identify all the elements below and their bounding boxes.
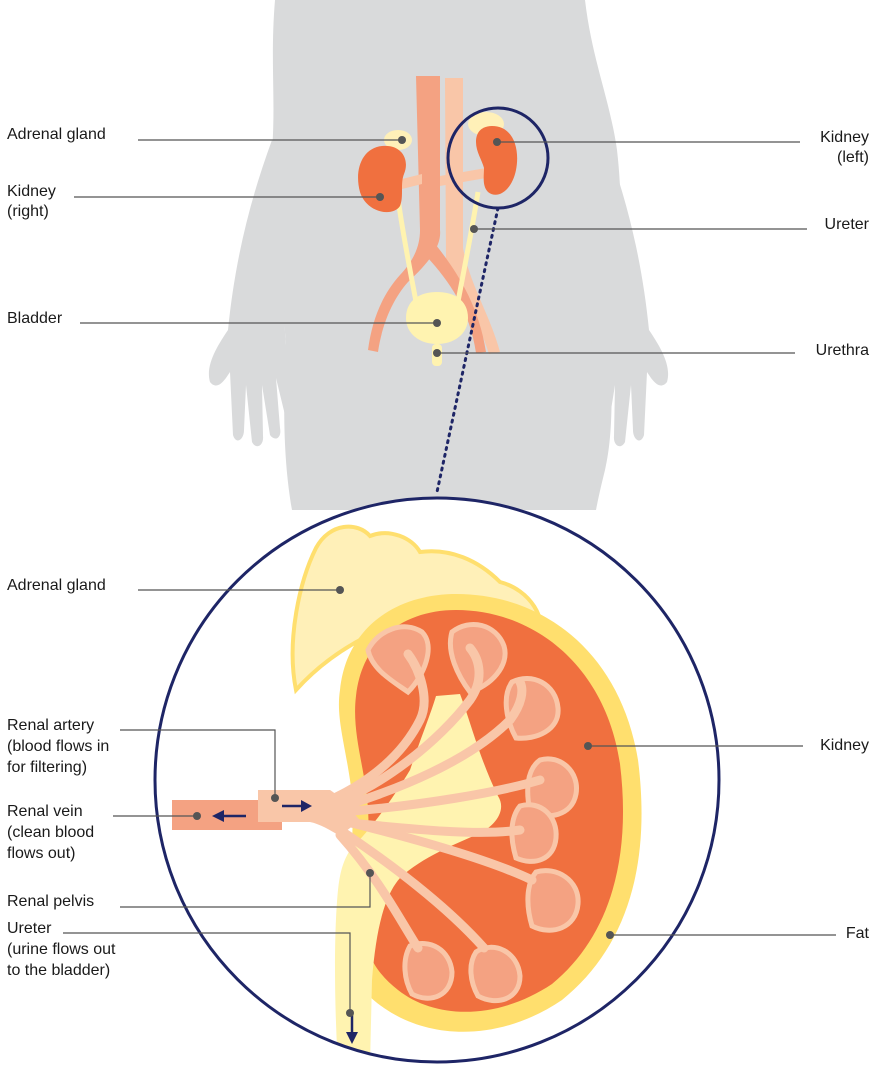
label-kidney-left: Kidney bbox=[820, 129, 869, 146]
label-bladder: Bladder bbox=[7, 310, 63, 327]
left-arm bbox=[209, 140, 295, 446]
label-adrenal-gland-top: Adrenal gland bbox=[7, 126, 106, 143]
label-ureter-detail: Ureter bbox=[7, 920, 52, 937]
label-kidney-right-side: (right) bbox=[7, 203, 49, 220]
label-ureter-note-1: (urine flows out bbox=[7, 941, 116, 958]
bladder-organ bbox=[406, 292, 468, 344]
label-renal-artery-note-1: (blood flows in bbox=[7, 738, 109, 755]
label-renal-artery-note-2: for filtering) bbox=[7, 759, 87, 776]
label-renal-pelvis: Renal pelvis bbox=[7, 893, 94, 910]
label-renal-vein: Renal vein bbox=[7, 803, 83, 820]
right-arm bbox=[583, 140, 669, 446]
label-ureter-note-2: to the bladder) bbox=[7, 962, 110, 979]
label-adrenal-gland-detail: Adrenal gland bbox=[7, 577, 106, 594]
label-renal-vein-note-2: flows out) bbox=[7, 845, 75, 862]
label-kidney-detail: Kidney bbox=[820, 737, 869, 754]
label-urethra: Urethra bbox=[816, 342, 869, 359]
label-kidney-right: Kidney bbox=[7, 183, 56, 200]
label-renal-artery: Renal artery bbox=[7, 717, 94, 734]
label-renal-vein-note-1: (clean blood bbox=[7, 824, 94, 841]
label-ureter-top: Ureter bbox=[825, 216, 870, 233]
label-fat: Fat bbox=[846, 925, 870, 942]
torso bbox=[271, 0, 621, 510]
label-kidney-left-side: (left) bbox=[837, 149, 869, 166]
